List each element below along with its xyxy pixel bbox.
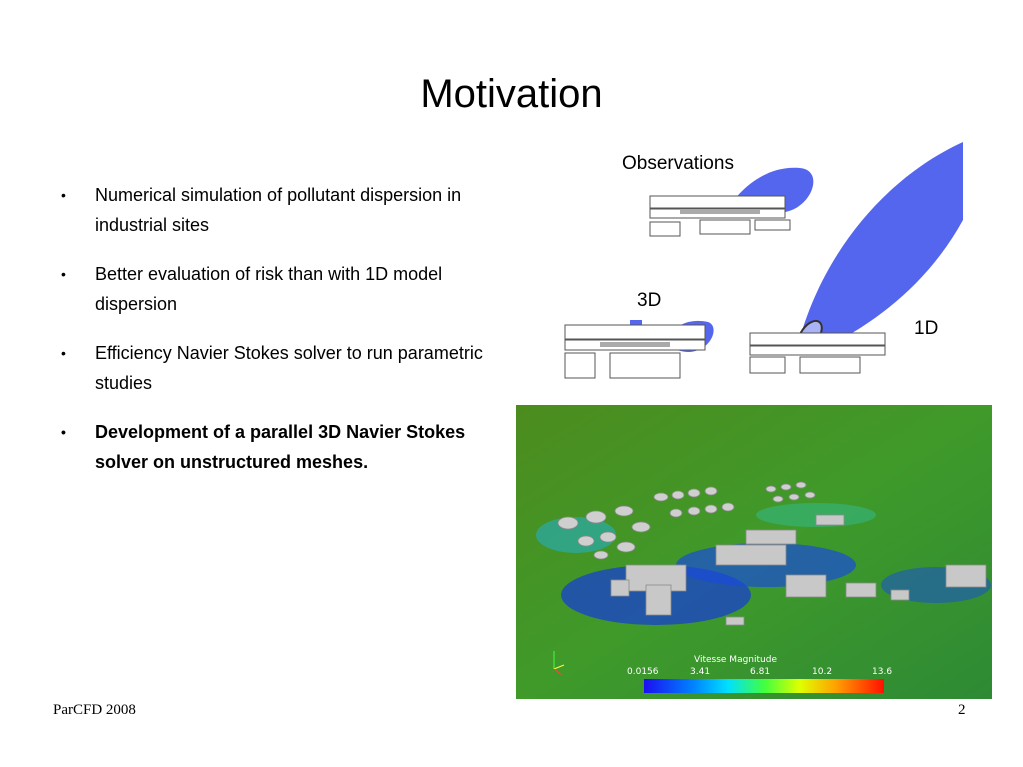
bullet-item: • Efficiency Navier Stokes solver to run …: [55, 338, 515, 398]
bullet-text: Better evaluation of risk than with 1D m…: [95, 264, 443, 314]
bullet-item: • Numerical simulation of pollutant dispe…: [55, 180, 515, 240]
bullet-item: • Better evaluation of risk than with 1D …: [55, 259, 515, 319]
bullet-dot: •: [61, 345, 66, 361]
three-d-site: [564, 320, 714, 379]
legend-tick: 0.0156: [627, 667, 659, 677]
observations-label: Observations: [622, 153, 734, 174]
bullet-dot: •: [61, 266, 66, 282]
bullet-text: Efficiency Navier Stokes solver to run p…: [95, 343, 483, 393]
footer-conference: ParCFD 2008: [53, 702, 136, 718]
bullet-text: Numerical simulation of pollutant disper…: [95, 185, 462, 235]
bullet-list: • Numerical simulation of pollutant dispe…: [55, 180, 515, 496]
label-3d: 3D: [637, 290, 662, 311]
dispersion-diagram: [564, 142, 963, 379]
bullet-dot: •: [61, 187, 66, 203]
observations-site: [649, 167, 814, 237]
page-number: 2: [958, 702, 966, 718]
cfd-simulation-image: Vitesse Magnitude 0.0156 3.41 6.81 10.2 …: [516, 405, 992, 699]
legend-tick: 3.41: [690, 667, 711, 677]
one-d-site: [749, 142, 963, 374]
velocity-colorbar: [644, 679, 884, 693]
bullet-dot: •: [61, 424, 66, 440]
bullet-item: • Development of a parallel 3D Navier Sto…: [55, 417, 515, 477]
legend-title: Vitesse Magnitude: [694, 655, 777, 665]
legend-tick: 10.2: [812, 667, 833, 677]
axes-triad-icon: [553, 651, 565, 676]
slide-title: Motivation: [420, 72, 603, 116]
legend-tick: 6.81: [750, 667, 771, 677]
label-1d: 1D: [914, 318, 939, 339]
simulation-render: [516, 405, 992, 699]
bullet-text: Development of a parallel 3D Navier Stok…: [95, 422, 466, 472]
legend-tick: 13.6: [872, 667, 893, 677]
